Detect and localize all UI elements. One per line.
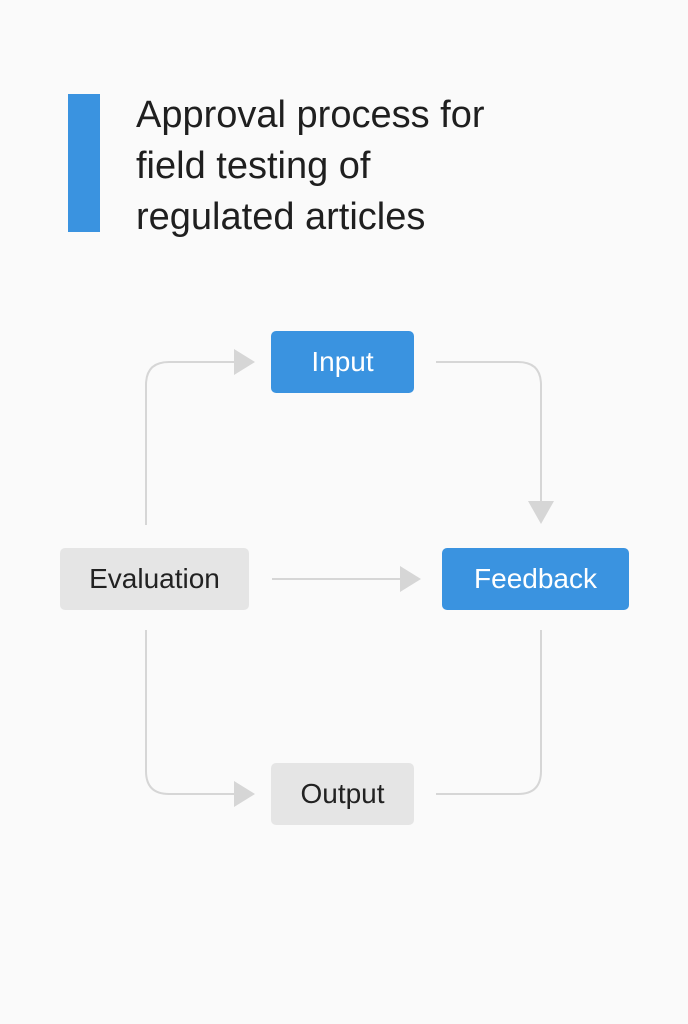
node-evaluation-label: Evaluation (89, 563, 220, 594)
title-line-2: field testing of (136, 145, 371, 187)
connector-evaluation-to-output (145, 630, 236, 795)
title-line-3: regulated articles (136, 196, 426, 238)
connector-feedback-to-output (436, 630, 542, 795)
node-output: Output (271, 763, 414, 825)
node-output-label: Output (300, 778, 385, 809)
connector-input-to-feedback (436, 361, 542, 502)
node-feedback-label: Feedback (474, 563, 597, 594)
title-accent-bar (68, 94, 100, 232)
title-line-1: Approval process for (136, 94, 485, 136)
node-input-label: Input (311, 346, 374, 377)
arrowhead-to-feedback-left (400, 566, 421, 592)
arrowhead-to-input (234, 349, 255, 375)
page-title: Approval process for field testing of re… (136, 90, 576, 243)
connector-evaluation-to-input (145, 361, 236, 525)
node-feedback: Feedback (442, 548, 629, 610)
arrowhead-to-feedback-top (528, 501, 554, 524)
arrowhead-to-output (234, 781, 255, 807)
node-evaluation: Evaluation (60, 548, 249, 610)
node-input: Input (271, 331, 414, 393)
